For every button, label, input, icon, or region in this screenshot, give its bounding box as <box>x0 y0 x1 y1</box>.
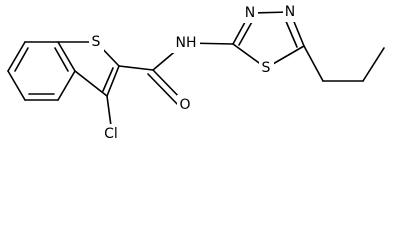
bond <box>362 47 385 82</box>
bond <box>54 47 69 72</box>
bond <box>147 73 181 108</box>
atom-label-n2: N <box>285 4 295 20</box>
atom-label-s1: S <box>92 34 101 50</box>
atom-nitrogen-1: N <box>243 3 258 23</box>
atom-label-s2: S <box>262 60 271 76</box>
atom-sulfur-thiophene: S <box>89 32 104 52</box>
bond <box>57 70 76 101</box>
atom-labels: S NH N N S O Cl <box>89 2 298 144</box>
bond <box>14 47 29 72</box>
atom-label-cl: Cl <box>104 126 118 142</box>
bond <box>238 19 254 46</box>
atom-oxygen: O <box>177 95 193 115</box>
atom-label-nh: NH <box>176 35 197 51</box>
chemical-structure-diagram: S NH N N S O Cl <box>7 2 385 144</box>
bond <box>106 65 120 97</box>
atom-nitrogen-2: N <box>283 2 298 22</box>
bond <box>106 95 112 127</box>
bond <box>7 70 26 101</box>
bond <box>102 67 114 92</box>
bond <box>7 41 26 72</box>
bond <box>74 70 108 97</box>
bond <box>118 65 154 71</box>
atom-label-n1: N <box>245 5 255 21</box>
atom-label-o: O <box>179 97 190 113</box>
atom-sulfur-thiadiazole: S <box>259 58 274 78</box>
atom-chlorine: Cl <box>100 124 123 144</box>
bond <box>303 45 324 82</box>
bond <box>57 41 76 72</box>
atom-nitrogen-amide: NH <box>172 33 200 53</box>
bond-lines <box>7 11 385 127</box>
bond <box>284 18 298 48</box>
